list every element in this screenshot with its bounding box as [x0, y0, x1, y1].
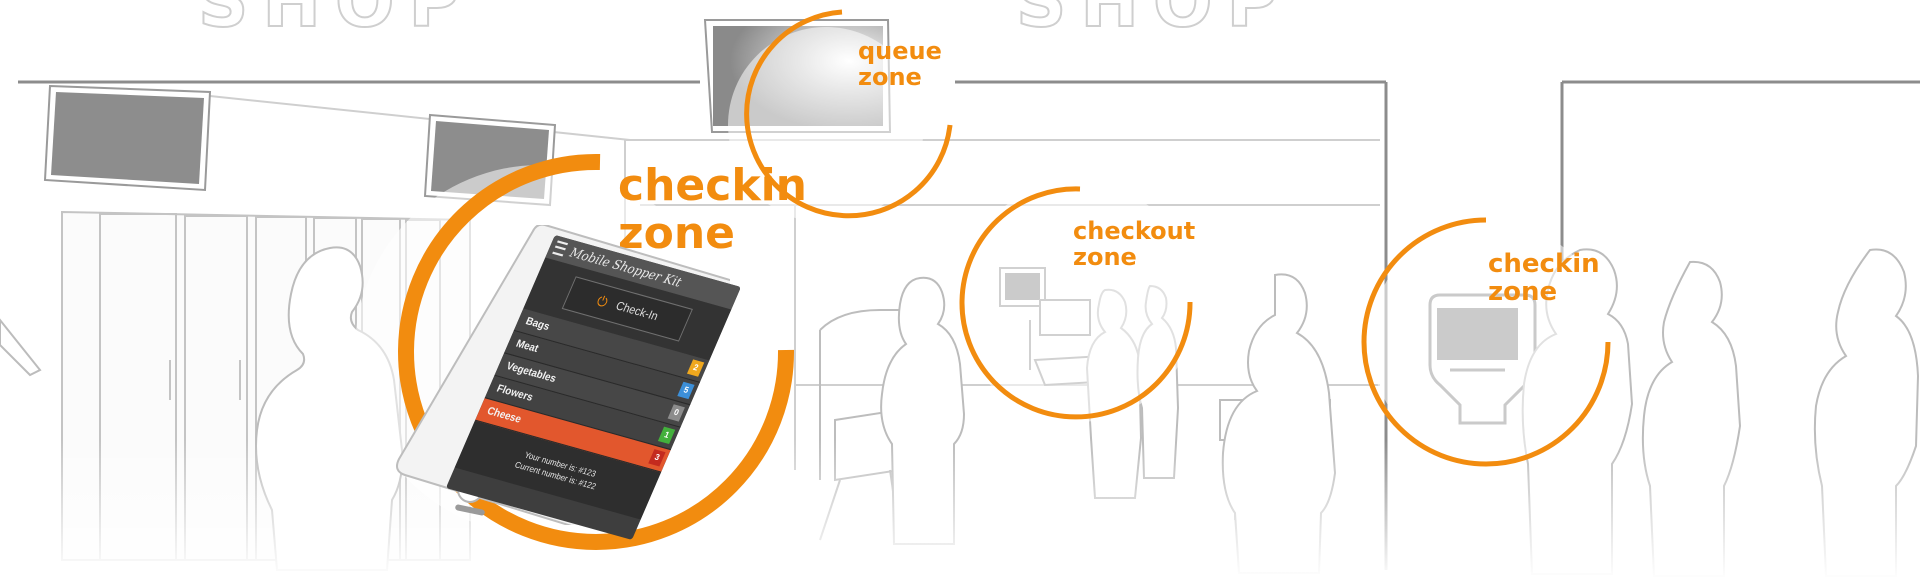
phone-mockup: Mobile Shopper Kit ⏻ Check-In Bags 2 Mea… [395, 225, 741, 540]
check-in-label: Check-In [613, 299, 660, 324]
count-badge: 1 [657, 426, 676, 445]
power-icon: ⏻ [594, 292, 611, 311]
ceiling-tv-1 [43, 84, 212, 192]
queue-zone-label: queue zone [858, 37, 942, 91]
queue-zone-ring [744, 9, 953, 219]
checkin-right-zone-ring [1361, 217, 1611, 467]
count-badge: 5 [677, 381, 695, 400]
shop-sign-left: SHOP [198, 0, 474, 43]
count-badge: 2 [686, 359, 705, 377]
count-badge: 0 [667, 404, 685, 422]
checkout-zone-label: checkout zone [1073, 217, 1196, 271]
menu-icon[interactable] [552, 240, 569, 257]
count-badge: 3 [648, 449, 666, 467]
shop-sign-right: SHOP [1016, 0, 1292, 43]
checkout-zone-ring [959, 186, 1193, 420]
checkin-zone-label: checkin zone [618, 160, 807, 259]
checkin-right-zone-label: checkin zone [1488, 249, 1600, 307]
